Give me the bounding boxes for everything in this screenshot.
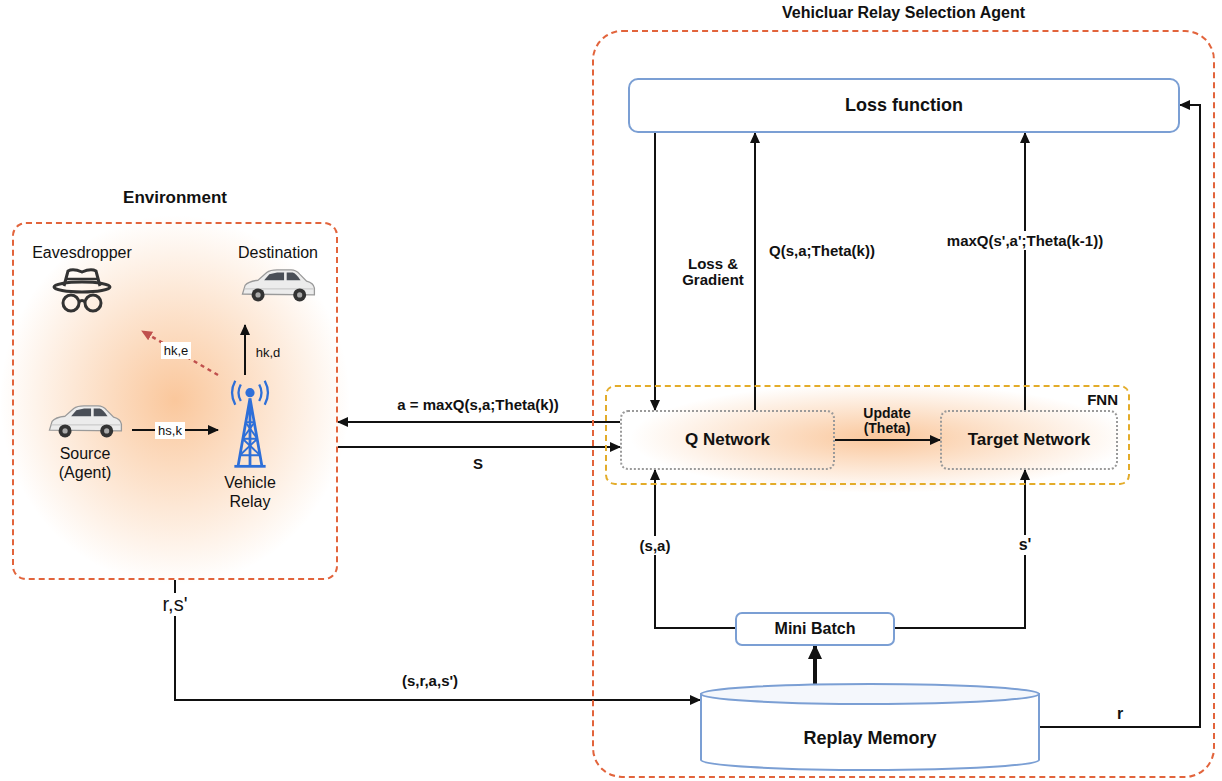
edge-label: hs,k bbox=[155, 422, 185, 439]
connector-arrow bbox=[175, 580, 700, 700]
connector-arrow bbox=[338, 421, 620, 423]
car-icon bbox=[239, 265, 317, 305]
node-text: FNN bbox=[1087, 391, 1118, 408]
edge-label: maxQ(s',a';Theta(k-1)) bbox=[944, 231, 1106, 250]
source-node: Source (Agent) bbox=[38, 398, 132, 513]
environment-glow bbox=[0, 215, 350, 585]
connector-arrow bbox=[813, 646, 817, 685]
edge-label: a = maxQ(s,a;Theta(k)) bbox=[397, 396, 558, 413]
car-icon bbox=[46, 401, 124, 441]
node-text: Target Network bbox=[968, 430, 1091, 450]
icon-holder bbox=[51, 265, 113, 317]
q-network-box: Q Network bbox=[620, 410, 835, 470]
node-text: Q Network bbox=[685, 430, 770, 450]
cylinder-top bbox=[701, 684, 1039, 704]
edge-label: hk,e bbox=[161, 342, 192, 359]
icon-holder bbox=[46, 401, 124, 441]
edge-label: (s,r,a,s') bbox=[402, 672, 458, 689]
region-heading: Vehicluar Relay Selection Agent bbox=[594, 4, 1213, 22]
relay-tower-icon bbox=[228, 378, 272, 470]
replay-memory-cylinder: Replay Memory bbox=[700, 683, 1040, 771]
connector-arrow bbox=[1040, 105, 1200, 727]
edge-label: (s,a) bbox=[637, 536, 674, 555]
node-text: Destination bbox=[238, 243, 318, 262]
fnn-heading: FNN bbox=[1087, 391, 1118, 409]
edge-label: r bbox=[1117, 705, 1123, 723]
edge-label: Loss & Gradient bbox=[679, 256, 747, 288]
edge-label: Update (Theta) bbox=[854, 406, 920, 435]
mini-batch-box: Mini Batch bbox=[735, 612, 895, 646]
node-text: Eavesdropper bbox=[32, 243, 132, 262]
connector-arrow bbox=[338, 446, 620, 448]
region-heading: Environment bbox=[14, 188, 336, 208]
node-text: Vehicle Relay bbox=[218, 473, 282, 511]
edge-label: Q(s,a;Theta(k)) bbox=[769, 242, 875, 259]
target-network-box: Target Network bbox=[940, 410, 1118, 470]
destination-node: Destination bbox=[228, 243, 328, 325]
fnn-glow bbox=[630, 383, 1130, 493]
eavesdropper-node: Eavesdropper bbox=[22, 243, 142, 331]
eavesdropper-icon bbox=[51, 265, 113, 317]
node-text: Mini Batch bbox=[775, 620, 856, 638]
connector-arrow bbox=[1024, 133, 1026, 410]
edge-label: S bbox=[473, 455, 483, 472]
icon-holder bbox=[228, 378, 272, 470]
connector-arrow bbox=[754, 133, 756, 410]
edge-label: hk,d bbox=[256, 345, 281, 360]
connector-arrow bbox=[895, 470, 1025, 628]
connector-arrow bbox=[244, 325, 246, 375]
free-label: r,s' bbox=[160, 593, 191, 616]
connector-arrow bbox=[654, 133, 656, 410]
connector-arrow bbox=[142, 331, 218, 375]
cylinder-outline bbox=[700, 683, 1040, 771]
node-text: Replay Memory bbox=[803, 728, 936, 749]
agent-region: Vehicluar Relay Selection AgentLoss func… bbox=[592, 30, 1215, 778]
environment-region: EnvironmentEavesdropperDestinationSource… bbox=[12, 222, 338, 580]
connector-arrow bbox=[835, 439, 940, 441]
edge-label: s' bbox=[1016, 535, 1035, 555]
relay-node: Vehicle Relay bbox=[218, 375, 282, 513]
node-text: Environment bbox=[123, 188, 227, 207]
node-text: Loss function bbox=[845, 95, 963, 116]
node-text: Source (Agent) bbox=[38, 444, 132, 482]
icon-holder bbox=[239, 265, 317, 305]
loss-function-box: Loss function bbox=[628, 78, 1180, 133]
node-text: Vehicluar Relay Selection Agent bbox=[782, 4, 1025, 21]
